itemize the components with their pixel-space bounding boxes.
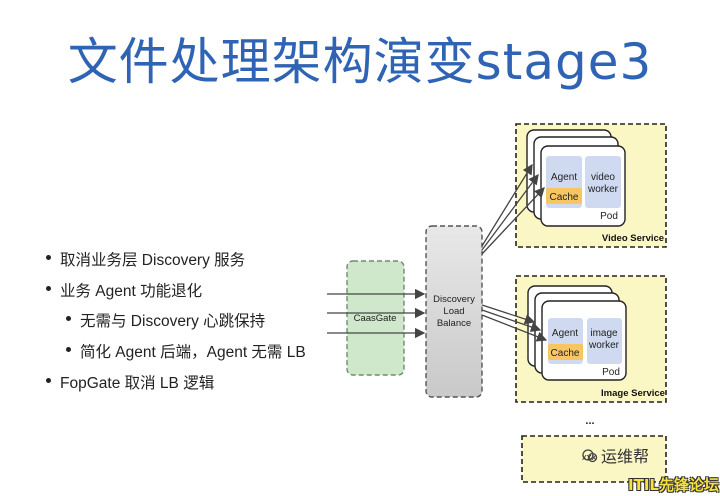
- wechat-icon: [582, 449, 598, 463]
- discovery-label-3: Balance: [437, 318, 471, 329]
- bullet-dot: [46, 378, 51, 383]
- video-cache-label: Cache: [550, 192, 579, 203]
- video-cache-box: [546, 188, 582, 204]
- caasgate-box: [346, 260, 405, 376]
- video-agent-label: Agent: [551, 172, 577, 183]
- bullet-dot: [46, 286, 51, 291]
- discovery-label-2: Load: [443, 306, 464, 317]
- route-arrow: [481, 163, 533, 247]
- ellipsis-label: ...: [585, 415, 594, 427]
- image-worker-label-1: image: [590, 328, 618, 339]
- bullet-item: 取消业务层 Discovery 服务: [46, 248, 246, 270]
- video-worker-label-1: video: [591, 172, 615, 183]
- forum-watermark: ITIL先锋论坛: [628, 476, 719, 494]
- route-arrow: [481, 314, 548, 342]
- bullet-text: 取消业务层 Discovery 服务: [60, 252, 246, 269]
- xxx-service-box: [521, 435, 667, 483]
- video-worker-label-2: worker: [587, 184, 619, 195]
- bullet-item: FopGate 取消 LB 逻辑: [46, 371, 215, 393]
- bullet-item: 业务 Agent 功能退化: [46, 279, 203, 301]
- discovery-label-1: Discovery: [433, 294, 475, 305]
- image-service-label: Image Service: [601, 388, 665, 399]
- route-arrow: [481, 304, 536, 325]
- image-cache-label: Cache: [551, 348, 580, 359]
- brand-watermark-text: 运维帮: [601, 447, 650, 466]
- bullet-subitem: 无需与 Discovery 心跳保持: [66, 309, 266, 331]
- brand-watermark: 运维帮: [582, 443, 649, 467]
- bullet-text: 简化 Agent 后端，Agent 无需 LB: [80, 344, 306, 361]
- video-service-label: Video Service: [602, 233, 664, 244]
- bullet-text: 无需与 Discovery 心跳保持: [80, 313, 266, 330]
- video-pod-label: Pod: [600, 211, 618, 222]
- image-pod-label: Pod: [602, 367, 620, 378]
- image-cache-box: [548, 344, 583, 360]
- slide-title: 文件处理架构演变stage3: [67, 33, 653, 91]
- xxx-service-label: xxx: [582, 452, 597, 463]
- bullet-subitem: 简化 Agent 后端，Agent 无需 LB: [66, 340, 306, 362]
- video-worker-box: [585, 156, 621, 208]
- bullet-dot: [66, 347, 71, 352]
- image-worker-label-2: worker: [588, 340, 620, 351]
- bullet-text: FopGate 取消 LB 逻辑: [60, 375, 215, 392]
- route-arrow: [481, 173, 539, 251]
- image-agent-label: Agent: [552, 328, 578, 339]
- route-arrow: [481, 187, 545, 255]
- discovery-box: [425, 225, 483, 398]
- bullet-dot: [46, 255, 51, 260]
- route-arrow: [481, 309, 542, 332]
- bullet-dot: [66, 316, 71, 321]
- bullet-text: 业务 Agent 功能退化: [60, 283, 203, 300]
- caasgate-label: CaasGate: [354, 313, 397, 324]
- image-worker-box: [587, 318, 622, 364]
